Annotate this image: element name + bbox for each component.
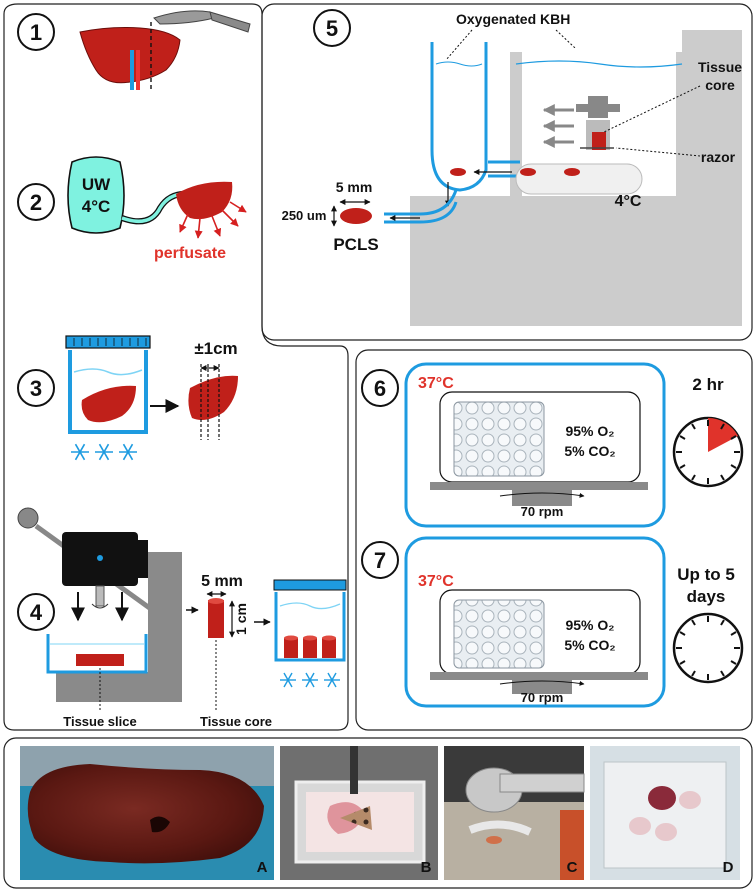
slicing-chamber bbox=[515, 163, 643, 195]
photo-c: C bbox=[444, 746, 585, 880]
tissue-slice-label: Tissue slice bbox=[63, 714, 136, 729]
step-4-badge bbox=[17, 593, 55, 631]
step-6-badge bbox=[361, 369, 399, 407]
shaker-rpm-7: 70 rpm bbox=[521, 690, 564, 705]
vessel-blue bbox=[130, 50, 134, 90]
co2-label-6: 5% CO₂ bbox=[564, 443, 615, 459]
step-2-badge bbox=[17, 183, 55, 221]
step-6-number: 6 bbox=[374, 376, 386, 401]
step-4-number: 4 bbox=[30, 600, 43, 625]
liver-slice-3 bbox=[188, 375, 238, 420]
razor-label: razor bbox=[701, 149, 736, 165]
core-width-label: 5 mm bbox=[201, 573, 243, 590]
o2-label-7: 95% O₂ bbox=[565, 617, 614, 633]
step-5-number: 5 bbox=[326, 16, 338, 41]
step-5: 5 Oxygenated KBH bbox=[282, 9, 742, 326]
step-7: 7 37°C 95% O₂ 5% CO₂ 70 rpm Up to 5 days bbox=[361, 536, 744, 708]
step-7-number: 7 bbox=[374, 548, 386, 573]
photo-a: A bbox=[20, 746, 274, 880]
snowflake-icon bbox=[71, 443, 137, 461]
step-2-number: 2 bbox=[30, 190, 42, 215]
duration-6: 2 hr bbox=[692, 375, 724, 394]
photo-b: B bbox=[280, 746, 438, 880]
uw-temp: 4°C bbox=[82, 197, 111, 216]
shaker-rpm-6: 70 rpm bbox=[521, 504, 564, 519]
core-height-label: 1 cm bbox=[233, 603, 249, 635]
incubator-6-temp: 37°C bbox=[418, 375, 454, 392]
tissue-core-line2: core bbox=[705, 77, 735, 93]
co2-label-7: 5% CO₂ bbox=[564, 637, 615, 653]
step-1: 1 bbox=[17, 10, 251, 92]
step-5-badge bbox=[313, 9, 351, 47]
drill-press bbox=[17, 507, 182, 702]
buffer-label: Oxygenated KBH bbox=[456, 11, 570, 27]
photo-c-label: C bbox=[567, 859, 578, 876]
incubator-7-temp: 37°C bbox=[418, 573, 454, 590]
step-1-badge bbox=[17, 13, 55, 51]
tissue-core-label: Tissue core bbox=[200, 714, 272, 729]
vessel-red bbox=[136, 50, 140, 90]
step-4: 4 Tissue slice 5 mm 1 cm Tissue core bbox=[17, 507, 347, 729]
margin-label: ±1cm bbox=[194, 339, 237, 358]
perfusate-label: perfusate bbox=[154, 245, 226, 262]
container-body bbox=[68, 350, 148, 434]
step-3-badge bbox=[17, 369, 55, 407]
slice-width-label: 5 mm bbox=[336, 179, 373, 195]
incubator-6 bbox=[404, 362, 666, 528]
panel-step5-border bbox=[261, 3, 753, 341]
container-lid-4 bbox=[273, 579, 347, 591]
liver-lobe-2 bbox=[176, 181, 233, 220]
uw-cooler-bag bbox=[67, 156, 125, 234]
tissue-slice bbox=[76, 654, 124, 666]
slice-thickness-label: 250 um bbox=[282, 208, 327, 223]
clock-icon bbox=[672, 416, 744, 488]
photo-d-label: D bbox=[723, 859, 734, 876]
panel-photos-border bbox=[3, 737, 753, 889]
step-3: 3 ±1cm bbox=[17, 335, 238, 461]
step-6: 6 37°C 95% O₂ 5% CO₂ 70 rpm 2 hr bbox=[361, 362, 744, 528]
photo-d: D bbox=[590, 746, 740, 880]
well-plate-7 bbox=[453, 599, 545, 669]
container-lid bbox=[65, 335, 151, 349]
pcls-slice bbox=[340, 208, 372, 224]
slicer-temp: 4°C bbox=[615, 193, 642, 210]
buffer-column bbox=[430, 42, 488, 192]
step-3-number: 3 bbox=[30, 376, 42, 401]
well-plate-6 bbox=[453, 401, 545, 477]
step-1-number: 1 bbox=[30, 20, 42, 45]
incubator-7 bbox=[404, 536, 666, 708]
pcls-label: PCLS bbox=[333, 235, 378, 254]
clock-icon bbox=[672, 612, 744, 684]
dish bbox=[46, 634, 148, 674]
duration-7-line1: Up to 5 bbox=[677, 565, 735, 584]
photo-a-label: A bbox=[257, 859, 268, 876]
o2-label-6: 95% O₂ bbox=[565, 423, 614, 439]
scalpel-icon bbox=[153, 10, 251, 33]
core-holder bbox=[576, 96, 620, 150]
tissue-core-line1: Tissue bbox=[698, 59, 742, 75]
panel-step67-border bbox=[355, 349, 753, 731]
liver-in-container bbox=[81, 385, 136, 423]
duration-7-line2: days bbox=[687, 587, 726, 606]
uw-label: UW bbox=[82, 175, 111, 194]
perfusate-arrows bbox=[179, 201, 247, 239]
step-7-badge bbox=[361, 541, 399, 579]
photo-b-label: B bbox=[421, 859, 432, 876]
tissue-core bbox=[208, 600, 224, 638]
step-2: 2 UW 4°C perfusate bbox=[17, 156, 247, 262]
